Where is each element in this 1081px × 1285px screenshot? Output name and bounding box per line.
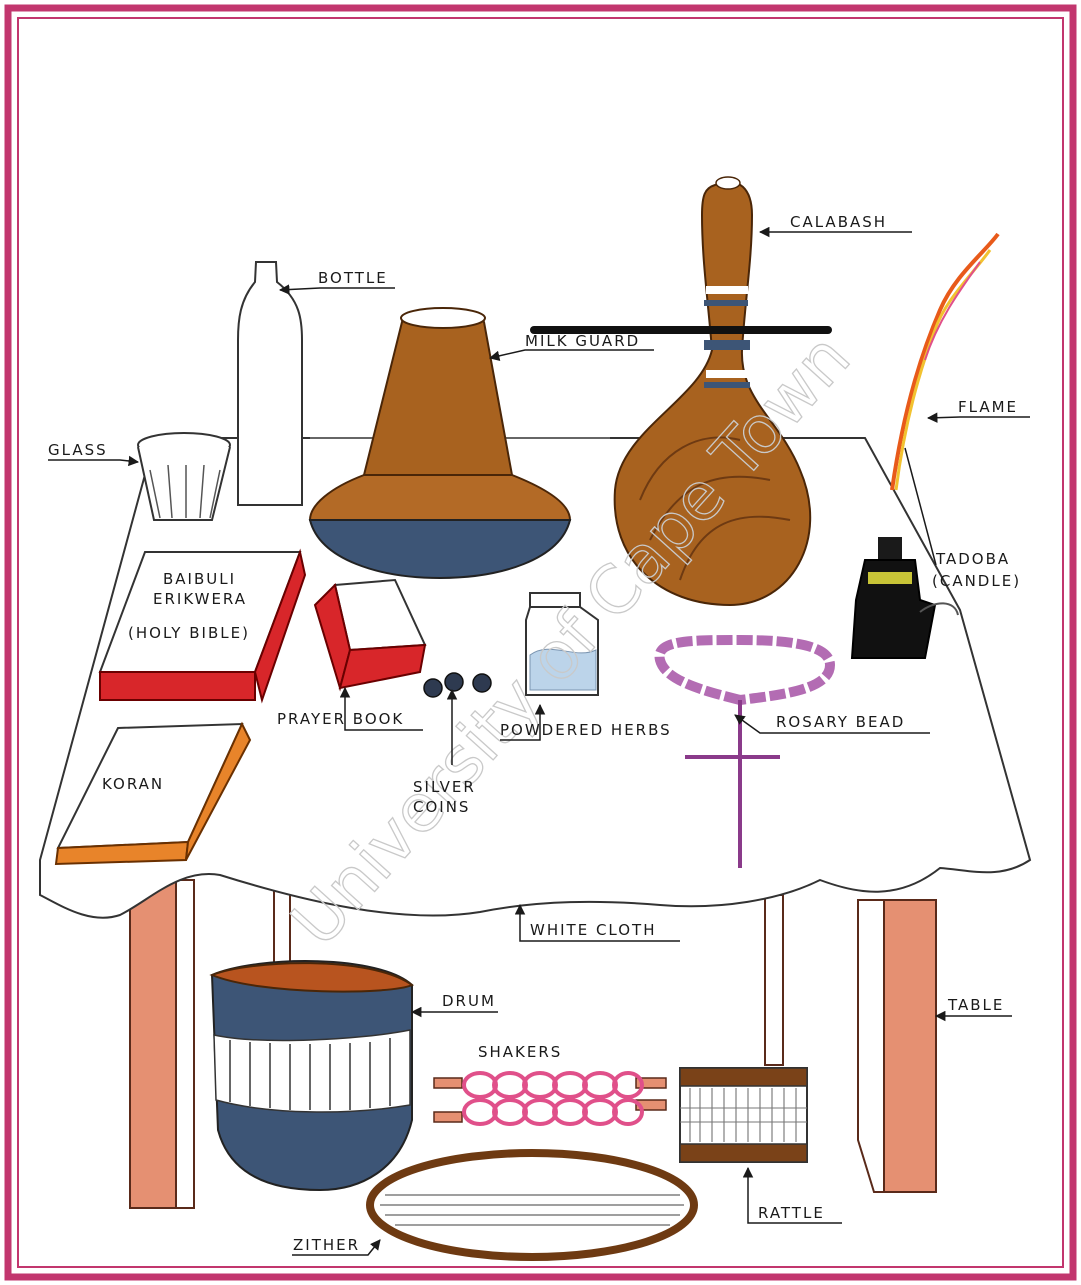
label-flame: FLAME [958, 398, 1018, 416]
label-white-cloth: WHITE CLOTH [530, 921, 657, 939]
label-bible-line1: BAIBULI [163, 570, 236, 588]
label-bible-line2: ERIKWERA [153, 590, 247, 608]
label-prayer-book: PRAYER BOOK [277, 710, 404, 728]
label-powdered-herbs: POWDERED HERBS [500, 721, 672, 739]
bottle [238, 262, 302, 505]
label-rattle: RATTLE [758, 1204, 825, 1222]
label-tadoba: TADOBA [935, 550, 1010, 568]
label-bottle: BOTTLE [318, 269, 388, 287]
label-coins: COINS [413, 798, 470, 816]
rattle [680, 1068, 807, 1162]
label-koran: KORAN [102, 775, 164, 793]
label-bible-line3: (HOLY BIBLE) [128, 624, 250, 642]
label-shakers: SHAKERS [478, 1043, 562, 1061]
label-table: TABLE [947, 996, 1004, 1014]
label-drum: DRUM [442, 992, 496, 1010]
label-rosary-bead: ROSARY BEAD [776, 713, 905, 731]
label-glass: GLASS [48, 441, 108, 459]
label-silver: SILVER [413, 778, 476, 796]
flame [892, 234, 998, 490]
label-calabash: CALABASH [790, 213, 887, 231]
label-milk-guard: MILK GUARD [525, 332, 640, 350]
glass [138, 433, 230, 520]
label-candle: (CANDLE) [932, 572, 1021, 590]
zither [370, 1153, 694, 1257]
shakers [434, 1073, 666, 1124]
drum [212, 961, 412, 1190]
label-zither: ZITHER [293, 1236, 360, 1254]
